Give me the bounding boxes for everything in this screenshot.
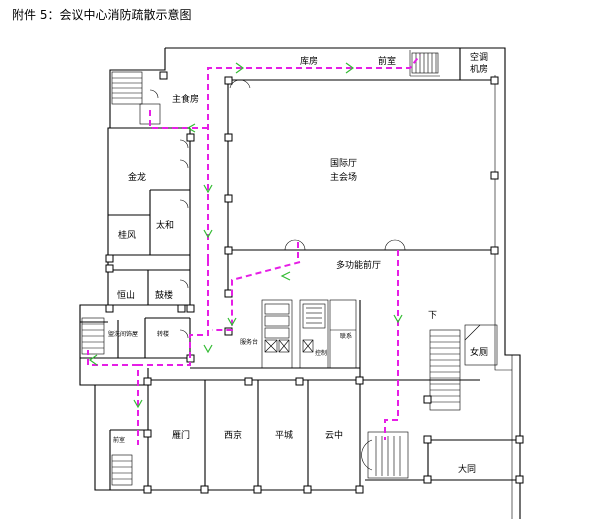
label-zhuhuichang: 主会场 [330,171,357,183]
label-nvce: 女厕 [470,346,488,358]
label-guojiting: 国际厅 [330,158,357,169]
label-gouzhu: 饰屋 [126,330,138,338]
stair-bottom-left [111,454,133,486]
label-lianxi: 联系 [340,332,352,340]
label-xia: 下 [428,311,437,321]
room-labels: 库房 前室 空调 机房 主食房 国际厅 主会场 金龙 太和 桂风 多功能前厅 恒… [108,51,488,475]
page-title: 附件 5：会议中心消防疏散示意图 [12,8,192,22]
label-qianshi-bottom: 前室 [113,436,125,444]
label-pingcheng: 平城 [275,430,293,441]
label-xishoujian: 盥洗间 [108,330,126,338]
left-walls [80,71,191,490]
middle-walls [190,249,495,380]
route-right [384,250,399,440]
label-taihe: 太和 [156,219,174,231]
top-walls [227,48,495,250]
route-top [207,54,421,260]
columns [105,71,524,494]
route-left-top [149,110,208,129]
label-kongtiao-2: 机房 [470,63,488,75]
service-block-1 [261,299,293,369]
label-qianshi-top: 前室 [378,55,396,67]
direction-arrows [88,62,403,409]
route-main [137,260,209,445]
label-guifeng: 桂风 [118,229,136,241]
escalator [429,329,461,411]
label-kongzhi: 控制 [315,349,327,357]
label-yunzhong: 云中 [325,429,343,441]
label-yanmen: 雁门 [172,429,190,441]
stair-top-right [415,53,437,73]
label-gulou: 鼓楼 [155,289,173,301]
label-zhushifang: 主食房 [172,93,199,105]
outer-walls [79,47,521,519]
label-kufang: 库房 [300,55,318,67]
stair-round [367,431,409,479]
label-hengshan: 恒山 [117,289,135,301]
label-xijing: 西京 [224,429,242,441]
evacuation-routes [87,54,421,445]
label-fuwutai: 服务台 [240,338,258,346]
service-block-2 [299,299,329,369]
door-swings [149,79,406,339]
bottom-walls [148,324,498,490]
label-duogongneng: 多功能前厅 [336,259,381,271]
label-kongtiao-1: 空调 [470,51,488,63]
label-jinlong: 金龙 [128,171,146,183]
label-zhuanlou: 转楼 [157,330,169,338]
route-left [87,350,138,366]
label-datong: 大同 [458,463,476,475]
route-mid [212,261,301,331]
